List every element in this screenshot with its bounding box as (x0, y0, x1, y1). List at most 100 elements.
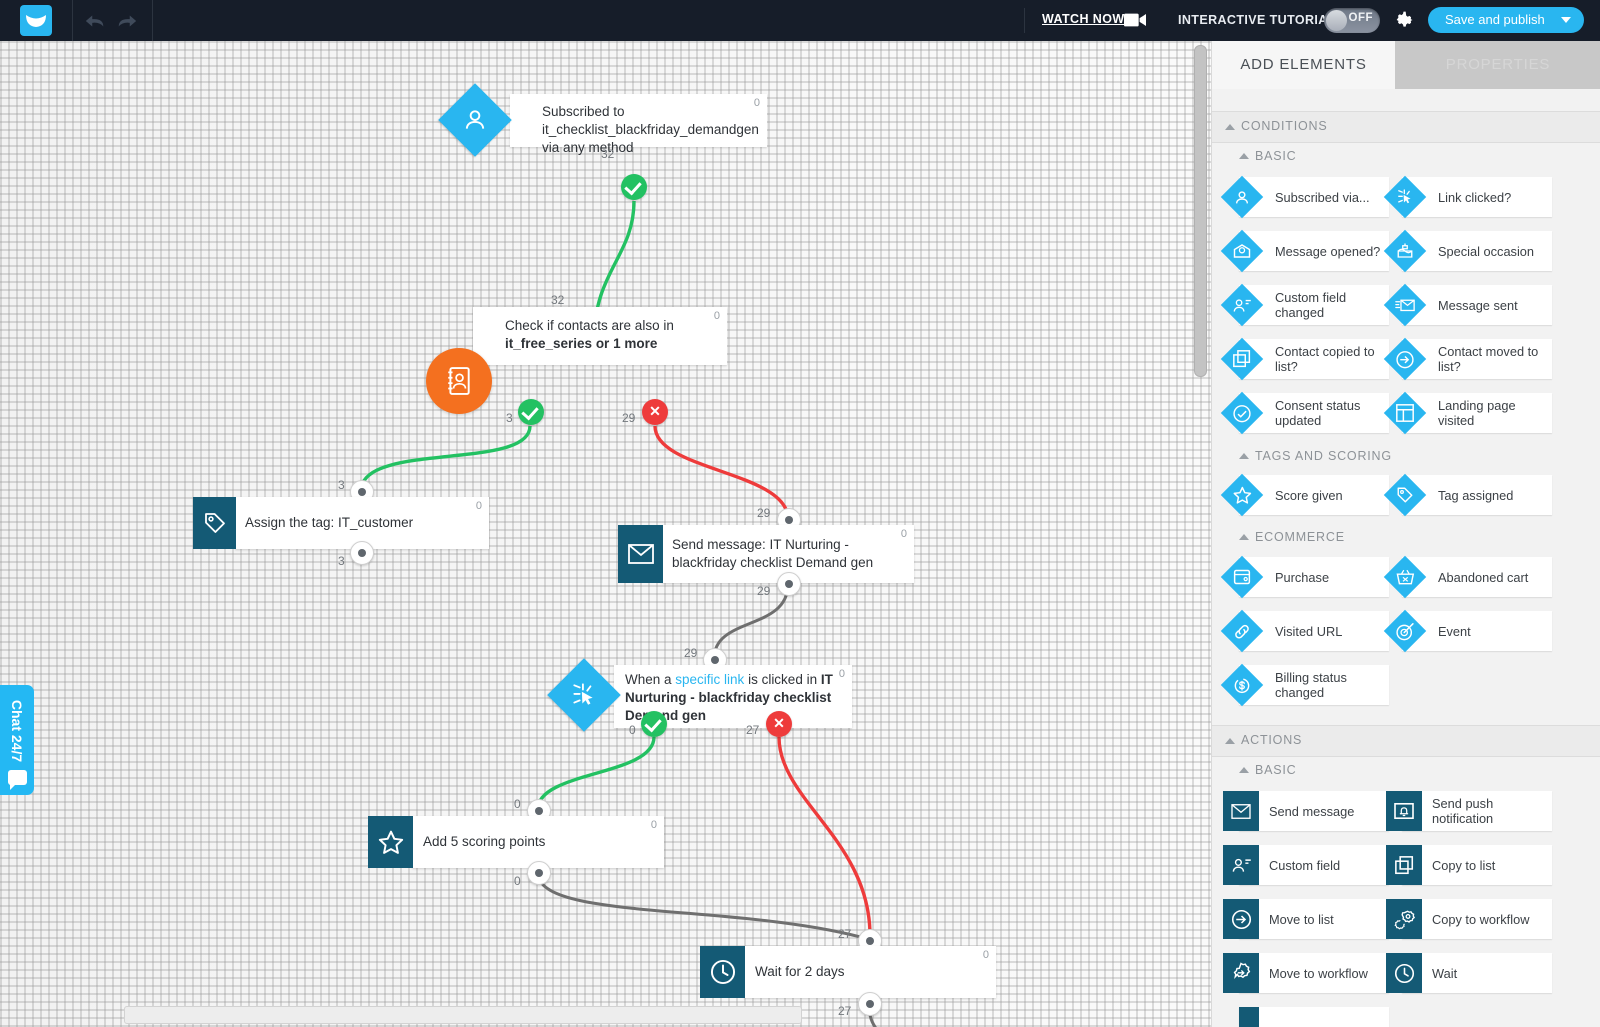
collapse-triangle-icon[interactable] (1239, 767, 1249, 773)
toolbar-divider (1024, 8, 1025, 33)
tab-add-elements[interactable]: ADD ELEMENTS (1212, 41, 1395, 89)
element-wait[interactable]: Wait (1386, 953, 1552, 993)
collapse-triangle-icon[interactable] (1239, 153, 1249, 159)
element-copy-to-list[interactable]: Copy to list (1386, 845, 1552, 885)
collapse-triangle-icon[interactable] (1225, 124, 1235, 130)
element-custom-field[interactable]: Custom field (1223, 845, 1389, 885)
arrow-right-circle-icon (1383, 337, 1427, 381)
node-no-count: 29 (622, 411, 636, 425)
element-move-to-workflow[interactable]: Move to workflow (1223, 953, 1389, 993)
element-visited-url[interactable]: Visited URL (1220, 609, 1389, 653)
node-output-port[interactable] (350, 541, 374, 565)
node-label: Subscribed to it_checklist_blackfriday_d… (542, 104, 759, 155)
workflow-canvas[interactable]: Subscribed to it_checklist_blackfriday_d… (0, 41, 1211, 1027)
node-card[interactable]: Send message: IT Nurturing - blackfriday… (662, 525, 914, 583)
node-count-badge: 0 (982, 949, 989, 961)
redo-arrow-icon[interactable] (116, 11, 138, 31)
element-label: Visited URL (1275, 623, 1343, 639)
element-message-sent[interactable]: Message sent (1383, 283, 1552, 327)
getresponse-logo-icon[interactable] (20, 5, 52, 36)
collapse-triangle-icon[interactable] (1239, 534, 1249, 540)
edge-no-red (777, 736, 872, 940)
element-move-to-list[interactable]: Move to list (1223, 899, 1389, 939)
toggle-knob (1326, 10, 1347, 31)
edge-neutral (536, 872, 869, 941)
node-card[interactable]: Subscribed to it_checklist_blackfriday_d… (510, 94, 767, 155)
group-title: BASIC (1255, 763, 1297, 777)
panel-body[interactable]: CONDITIONS BASIC Subscribed via... Link … (1212, 89, 1600, 1027)
node-output-port[interactable] (858, 992, 882, 1016)
node-output-port[interactable] (777, 572, 801, 596)
element-message-opened[interactable]: Message opened? (1220, 229, 1389, 273)
group-title: ECOMMERCE (1255, 530, 1345, 544)
node-yes-badge[interactable] (518, 399, 544, 425)
edge-yes-green (359, 425, 532, 492)
element-send-message[interactable]: Send message (1223, 791, 1389, 831)
element-purchase[interactable]: Purchase (1220, 555, 1389, 599)
message-sent-icon (1383, 283, 1427, 327)
element-copy-to-workflow[interactable]: Copy to workflow (1386, 899, 1552, 939)
element-landing-page-visited[interactable]: Landing page visited (1383, 391, 1552, 435)
node-no-badge[interactable]: ✕ (642, 399, 668, 425)
element-link-clicked[interactable]: Link clicked? (1383, 175, 1552, 219)
save-and-publish-button[interactable]: Save and publish (1428, 7, 1584, 33)
chat-widget-label: Chat 24/7 (9, 699, 25, 763)
arrow-right-square-icon (1239, 1007, 1259, 1027)
element-send-push-notification[interactable]: Send push notification (1386, 791, 1552, 831)
node-card[interactable]: Assign the tag: IT_customer 0 (235, 497, 489, 549)
group-ecommerce-header[interactable]: ECOMMERCE (1212, 526, 1600, 552)
element-abandoned-cart[interactable]: Abandoned cart (1383, 555, 1552, 599)
node-card[interactable]: Add 5 scoring points 0 (412, 816, 664, 868)
element-label: Abandoned cart (1438, 569, 1529, 585)
copy-workflow-icon (1386, 899, 1422, 939)
collapse-triangle-icon[interactable] (1225, 738, 1235, 744)
element-special-occasion[interactable]: Special occasion (1383, 229, 1552, 273)
node-count-badge: 0 (713, 310, 720, 322)
gear-icon[interactable] (1395, 10, 1415, 30)
undo-arrow-icon[interactable] (84, 11, 106, 31)
node-yes-count: 0 (629, 723, 636, 737)
watch-now-link[interactable]: WATCH NOW (1042, 12, 1125, 26)
element-label: Subscribed via... (1275, 189, 1370, 205)
node-yes-count: 32 (601, 147, 615, 161)
element-score-given[interactable]: Score given (1220, 473, 1389, 517)
specific-link-link[interactable]: specific link (675, 672, 745, 687)
group-title: BASIC (1255, 149, 1297, 163)
section-conditions-header[interactable]: CONDITIONS (1212, 111, 1600, 143)
group-tags-and-scoring-header[interactable]: TAGS AND SCORING (1212, 445, 1600, 471)
node-yes-badge[interactable] (621, 174, 647, 200)
node-no-badge[interactable]: ✕ (766, 711, 792, 737)
element-custom-field-changed[interactable]: Custom field changed (1220, 283, 1389, 327)
section-actions-header[interactable]: ACTIONS (1212, 725, 1600, 757)
collapse-triangle-icon[interactable] (1239, 453, 1249, 459)
caret-down-icon[interactable] (1561, 17, 1571, 23)
canvas-horizontal-scrollbar[interactable] (124, 1006, 802, 1024)
node-yes-badge[interactable] (641, 711, 667, 737)
video-camera-icon[interactable] (1124, 12, 1146, 28)
edge-no-red (653, 425, 790, 520)
canvas-vertical-scrollbar[interactable] (1194, 45, 1207, 377)
element-consent-status-updated[interactable]: Consent status updated (1220, 391, 1389, 435)
element-next-action-partial[interactable] (1239, 1007, 1389, 1027)
element-label: Move to list (1269, 911, 1334, 927)
node-count-badge: 0 (475, 500, 482, 512)
tab-properties[interactable]: PROPERTIES (1395, 41, 1600, 89)
interactive-tutorial-toggle[interactable]: OFF (1324, 8, 1380, 33)
element-tag-assigned[interactable]: Tag assigned (1383, 473, 1552, 517)
node-output-port[interactable] (527, 861, 551, 885)
element-billing-status-changed[interactable]: Billing status changed (1220, 663, 1389, 707)
element-event[interactable]: Event (1383, 609, 1552, 653)
element-contact-copied-to-list[interactable]: Contact copied to list? (1220, 337, 1389, 381)
save-and-publish-label: Save and publish (1445, 12, 1545, 27)
element-subscribed-via[interactable]: Subscribed via... (1220, 175, 1389, 219)
node-output-count: 3 (338, 554, 345, 568)
node-card[interactable]: Check if contacts are also in it_free_se… (473, 307, 727, 365)
element-contact-moved-to-list[interactable]: Contact moved to list? (1383, 337, 1552, 381)
node-card[interactable]: Wait for 2 days 0 (744, 946, 996, 998)
star-icon (368, 816, 413, 868)
edge-yes-green (536, 736, 656, 810)
envelope-icon (618, 525, 663, 583)
group-basic-header[interactable]: BASIC (1212, 145, 1600, 171)
group-actions-basic-header[interactable]: BASIC (1212, 759, 1600, 785)
chat-widget-tab[interactable]: Chat 24/7 (0, 685, 34, 795)
